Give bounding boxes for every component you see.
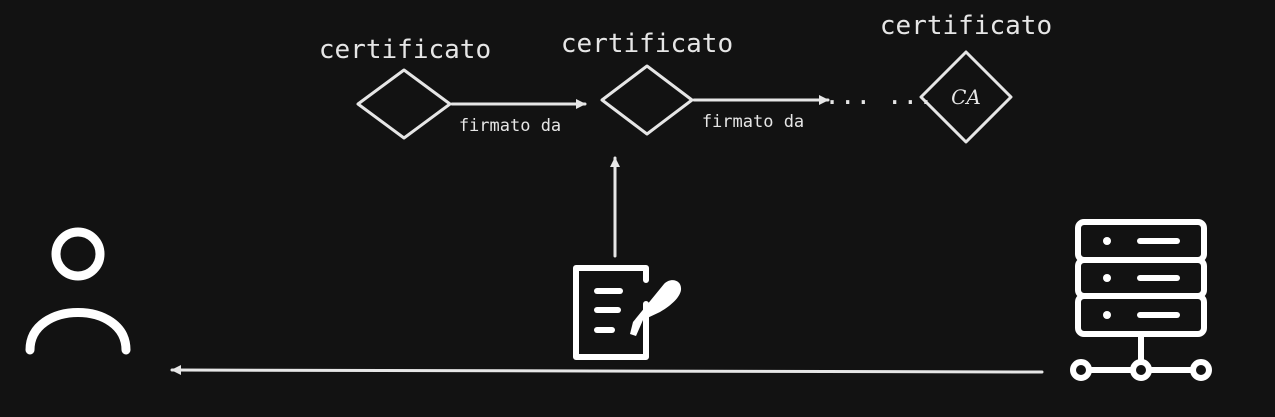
cert1-label: certificato [319,35,491,65]
server-to-user-arrow [170,365,1044,376]
ca-diamond [919,50,1013,144]
signed-by-label-2: firmato da [702,112,804,132]
signed-by-label-1: firmato da [459,116,561,136]
cert2-diamond [600,64,694,136]
signed-document-icon [573,265,682,360]
ca-label: CA [951,85,981,109]
server-icon [1070,219,1212,381]
user-icon [25,227,131,355]
ellipsis: ... ... [824,81,934,111]
cert1-diamond [356,68,452,140]
cert3-label: certificato [880,11,1052,41]
cert2-label: certificato [561,29,733,59]
